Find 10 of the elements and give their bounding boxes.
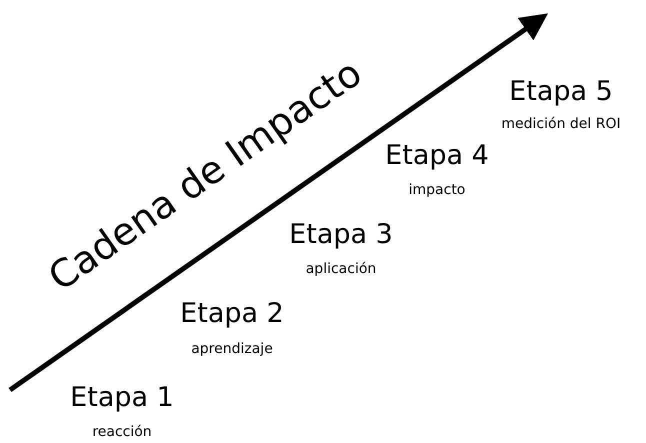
stage-description: medición del ROI (501, 116, 621, 132)
stage-label: Etapa 2 (180, 298, 284, 330)
stage-description: impacto (408, 182, 466, 198)
stage-description: aplicación (306, 261, 376, 278)
stage-label: Etapa 3 (289, 219, 393, 250)
stage-label: Etapa 1 (70, 382, 174, 414)
stage-label: Etapa 4 (385, 140, 489, 172)
stage-description: aprendizaje (191, 341, 273, 358)
stage-description: reacción (92, 424, 152, 440)
stage-label: Etapa 5 (509, 76, 613, 108)
